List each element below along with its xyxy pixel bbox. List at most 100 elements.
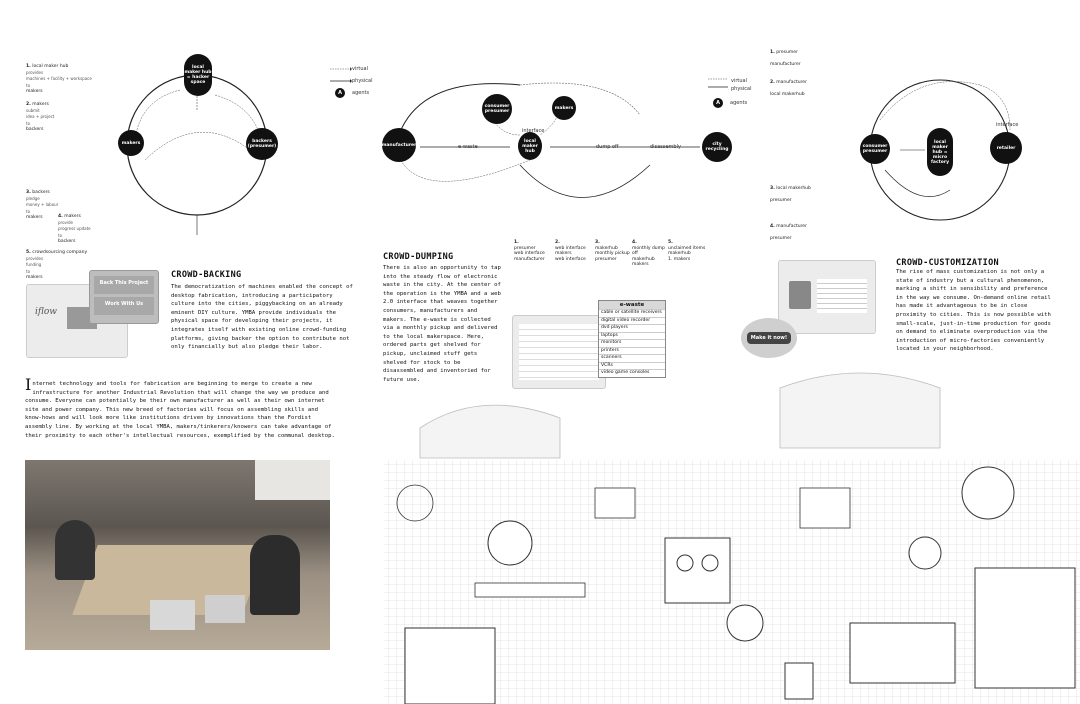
step-verb: provide	[58, 219, 74, 225]
custom-retailer-node: retailer	[990, 132, 1022, 164]
step-verb: submit	[26, 107, 40, 113]
step-number: 2.	[26, 102, 31, 107]
thumb-chair-image	[789, 281, 811, 309]
legend-copy	[708, 78, 728, 88]
step-number: 5.	[668, 240, 673, 245]
dumping-step-4: 4. monthly dump off makerhub makers	[632, 240, 668, 268]
step-object: money + labour	[26, 202, 59, 208]
step-to: to	[26, 208, 31, 214]
power-strip	[474, 582, 586, 598]
step-actor: monthly dump off	[632, 245, 665, 257]
dumping-step-3: 3. makerhub monthly pickup presumer	[595, 240, 633, 262]
legend-virtual-label-2: virtual	[731, 78, 747, 84]
crowd-backing-body: The democratization of machines enabled …	[171, 284, 353, 351]
step-actor: local makerhub	[776, 186, 811, 191]
step-target: makers	[26, 275, 43, 281]
step-object: makerhub	[632, 256, 655, 262]
dumping-hub-node: local maker hub	[518, 132, 542, 160]
custom-hub-node: local maker hub = micro factory	[927, 128, 953, 176]
gameboy	[784, 662, 814, 700]
step-number: 1.	[770, 50, 775, 55]
step-target: 1. makers	[668, 256, 691, 262]
chair-silhouette-1	[419, 404, 561, 459]
ewaste-list-item: cable or satellite receivers	[599, 309, 665, 317]
step-actor: web interface	[555, 245, 586, 251]
step-actor: manufacturer	[776, 224, 807, 229]
step-object: funding	[26, 262, 42, 268]
dumping-interface-label: interface	[522, 128, 545, 134]
intro-dropcap: I	[25, 375, 32, 394]
legend-agents-symbol-2: A	[713, 98, 723, 108]
lamp-base-2	[961, 466, 1015, 520]
step-target: makers	[26, 89, 43, 95]
step-number: 3.	[770, 186, 775, 191]
dumping-manufacturer-node: manufacturer	[382, 128, 416, 162]
dumping-ewaste-label: e-waste	[458, 144, 478, 150]
step-number: 2.	[770, 80, 775, 85]
step-actor: makerhub	[595, 245, 618, 251]
crowd-dumping-title: CROWD-DUMPING	[383, 252, 454, 262]
step-to: to	[58, 232, 63, 238]
dumping-dump-label: dump off	[596, 144, 619, 150]
dumping-recycling-node: city recycling	[702, 132, 732, 162]
step-number: 3.	[26, 190, 31, 195]
ewaste-list-item: dvd players	[599, 324, 665, 332]
work-with-us-button[interactable]: Work With Us	[94, 297, 154, 315]
step-to: to	[26, 82, 31, 88]
step-object: monthly pickup	[595, 251, 630, 257]
step-to: to	[26, 268, 31, 274]
step-actor: unclaimed items	[668, 245, 706, 251]
fan-icon	[396, 484, 434, 522]
step-number: 3.	[595, 240, 600, 245]
step-target: backers	[58, 239, 76, 245]
crowd-backing-popup: Back This Project Work With Us	[89, 270, 159, 324]
dumping-step-1: 1. presumer web interface manufacturer	[514, 240, 552, 262]
dumping-web-thumbnail	[512, 315, 606, 389]
ewaste-list-item: monitors	[599, 339, 665, 347]
circuit-board-1	[594, 487, 636, 519]
custom-consumer-node: consumer presumer	[860, 134, 890, 164]
legend-physical-label: physical	[352, 78, 373, 84]
step-target: makers	[632, 262, 649, 268]
legend-virtual-line	[330, 67, 352, 71]
step-actor: manufacturer	[776, 80, 807, 85]
backing-step-5: 5. crowdsourcing company provides fundin…	[26, 250, 116, 281]
step-object: machines + facility + workspace	[26, 76, 92, 82]
thumb-text-lines	[817, 279, 867, 313]
ewaste-list-item: video game consoles	[599, 369, 665, 377]
step-target: presumer	[770, 236, 792, 242]
3d-printer	[974, 567, 1076, 689]
backing-step-3: 3. backers pledge money + labour to make…	[26, 190, 96, 221]
step-target: web interface	[514, 251, 545, 257]
dumping-step-5: 5. unclaimed items makerhub 1. makers	[668, 240, 714, 262]
back-project-button[interactable]: Back This Project	[94, 276, 154, 294]
dumping-step-2: 2. web interface makers web interface	[555, 240, 593, 262]
step-object: idea + project	[26, 114, 55, 120]
photo-laptop-1	[150, 600, 195, 630]
monitor-sketch	[404, 627, 496, 704]
step-target: local makerhub	[770, 92, 805, 98]
thumb-logo: iflow	[35, 307, 58, 317]
backing-makers-node: makers	[118, 130, 144, 156]
dumping-consumer-node: consumer presumer	[482, 94, 512, 124]
photo-person-1	[55, 520, 95, 580]
intro-body: nternet technology and tools for fabrica…	[25, 381, 335, 439]
step-object: progress update	[58, 226, 91, 232]
step-actor: makers	[32, 102, 49, 107]
step-verb-placeholder	[770, 192, 771, 197]
crowd-customization-title: CROWD-CUSTOMIZATION	[896, 258, 999, 268]
backing-backers-node: backers (presumer)	[246, 128, 278, 160]
step-actor: presumer	[776, 50, 798, 55]
step-verb-placeholder	[770, 86, 771, 91]
step-target: backers	[26, 127, 44, 133]
custom-step-2: 2. manufacturer local makerhub	[770, 80, 840, 98]
crowd-dumping-diagram	[397, 82, 700, 198]
laptop-keyboard	[849, 622, 956, 684]
step-number: 5.	[26, 250, 31, 255]
make-it-now-badge[interactable]: Make it now!	[741, 318, 797, 358]
step-extra: manufacturer	[514, 256, 545, 262]
step-target: web interface	[555, 256, 586, 262]
speaker-1	[676, 554, 694, 572]
